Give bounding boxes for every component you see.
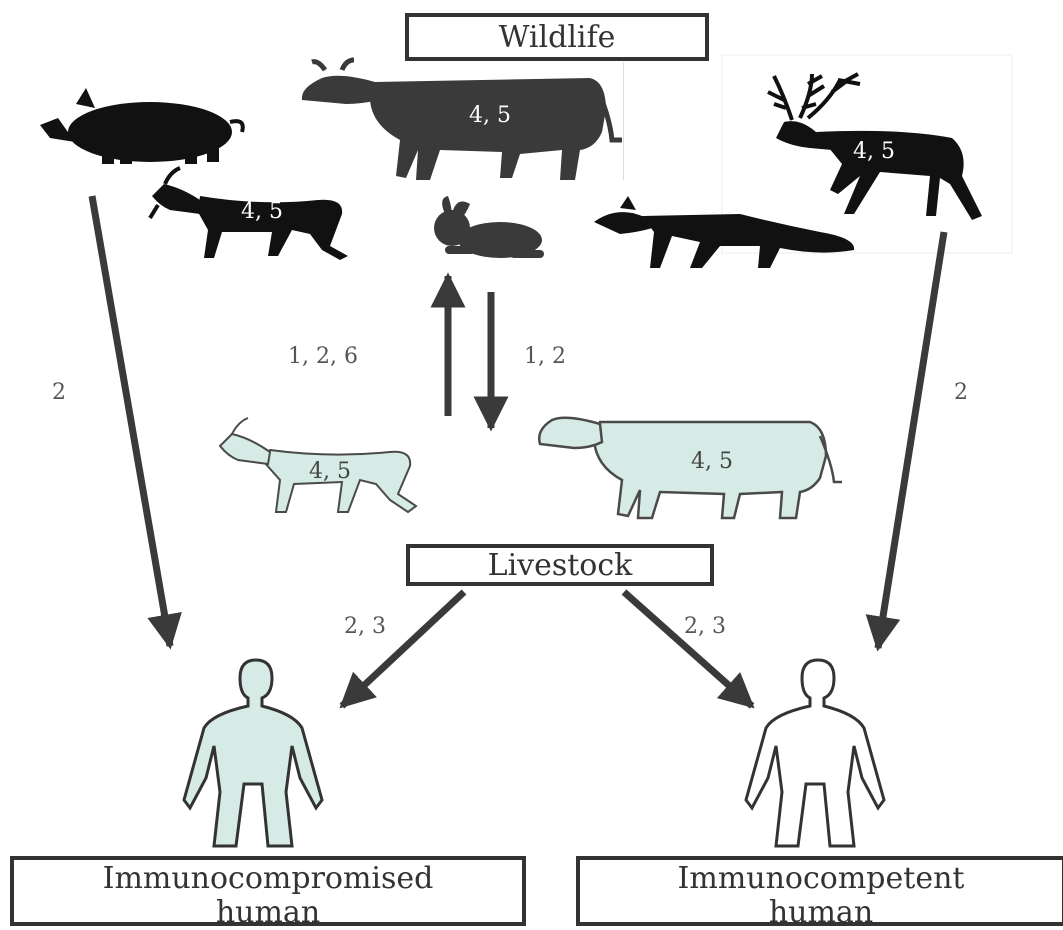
immunocompetent-line2: human: [678, 896, 965, 930]
wild-goat-label: 4, 5: [241, 199, 283, 224]
label-wildlife-to-livestock: 1, 2: [524, 344, 566, 369]
deer-label: 4, 5: [853, 139, 895, 164]
immunocompetent-text: Immunocompetent human: [678, 862, 965, 930]
fox-icon: [594, 196, 854, 268]
label-deer-to-human: 2: [954, 380, 968, 405]
immunocompromised-line2: human: [103, 896, 434, 930]
arrow-deer-to-human: [878, 232, 944, 648]
arrow-livestock-to-immunocompromised: [342, 592, 464, 706]
label-livestock-to-immunocompromised: 2, 3: [344, 614, 386, 639]
wildlife-box: Wildlife: [405, 13, 709, 61]
rabbit-icon: [434, 196, 544, 258]
livestock-goat-label: 4, 5: [309, 459, 351, 484]
immunocompromised-box: Immunocompromised human: [10, 856, 526, 926]
label-livestock-to-wildlife: 1, 2, 6: [288, 344, 358, 369]
human-icon: [184, 660, 322, 846]
immunocompromised-text: Immunocompromised human: [103, 862, 434, 930]
immunocompetent-box: Immunocompetent human: [576, 856, 1063, 926]
image-frame-line: [623, 62, 624, 180]
wildlife-title: Wildlife: [499, 20, 616, 55]
livestock-cow-label: 4, 5: [691, 449, 733, 474]
livestock-box: Livestock: [406, 544, 714, 586]
label-pig-to-human: 2: [52, 380, 66, 405]
arrow-pig-to-human: [92, 196, 170, 646]
immunocompromised-line1: Immunocompromised: [103, 862, 434, 896]
human-icon: [746, 660, 884, 846]
pig-icon: [40, 88, 243, 164]
label-livestock-to-immunocompetent: 2, 3: [684, 614, 726, 639]
cow-icon: [302, 60, 622, 180]
immunocompetent-line1: Immunocompetent: [678, 862, 965, 896]
wild-cow-label: 4, 5: [469, 103, 511, 128]
livestock-title: Livestock: [488, 548, 633, 583]
arrow-livestock-to-immunocompetent: [624, 592, 752, 706]
